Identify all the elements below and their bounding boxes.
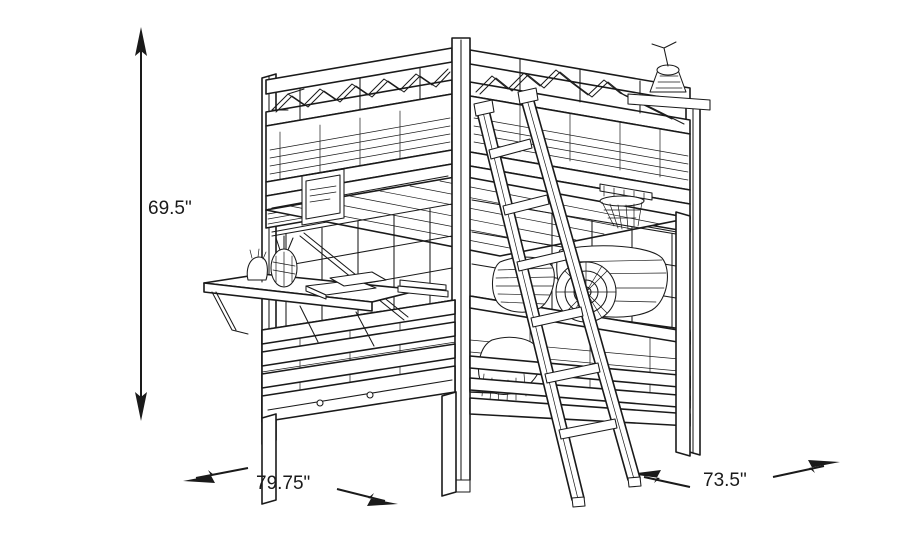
ladder-rung (488, 138, 618, 440)
basketball-hoop (599, 183, 653, 230)
desk-vase (246, 248, 268, 281)
desk-books (397, 279, 449, 298)
dimension-arrow-height (135, 27, 147, 421)
post-front-left (261, 391, 457, 505)
dimension-arrow-width (183, 467, 398, 506)
dimension-label-depth: 73.5" (703, 470, 747, 491)
framed-picture (301, 168, 345, 226)
bunk-lamp (627, 41, 711, 111)
desk-pineapple (270, 235, 298, 288)
dimension-label-width: 79.75" (256, 473, 311, 494)
ladder-hook (473, 87, 539, 117)
desk-laptop (305, 271, 387, 300)
fold-down-desk (203, 235, 449, 347)
ladder (475, 93, 642, 508)
dimension-label-height: 69.5" (148, 198, 192, 219)
post-front-right (675, 211, 691, 457)
lower-bunk-left (261, 168, 456, 423)
lower-bunk-right (469, 183, 691, 427)
